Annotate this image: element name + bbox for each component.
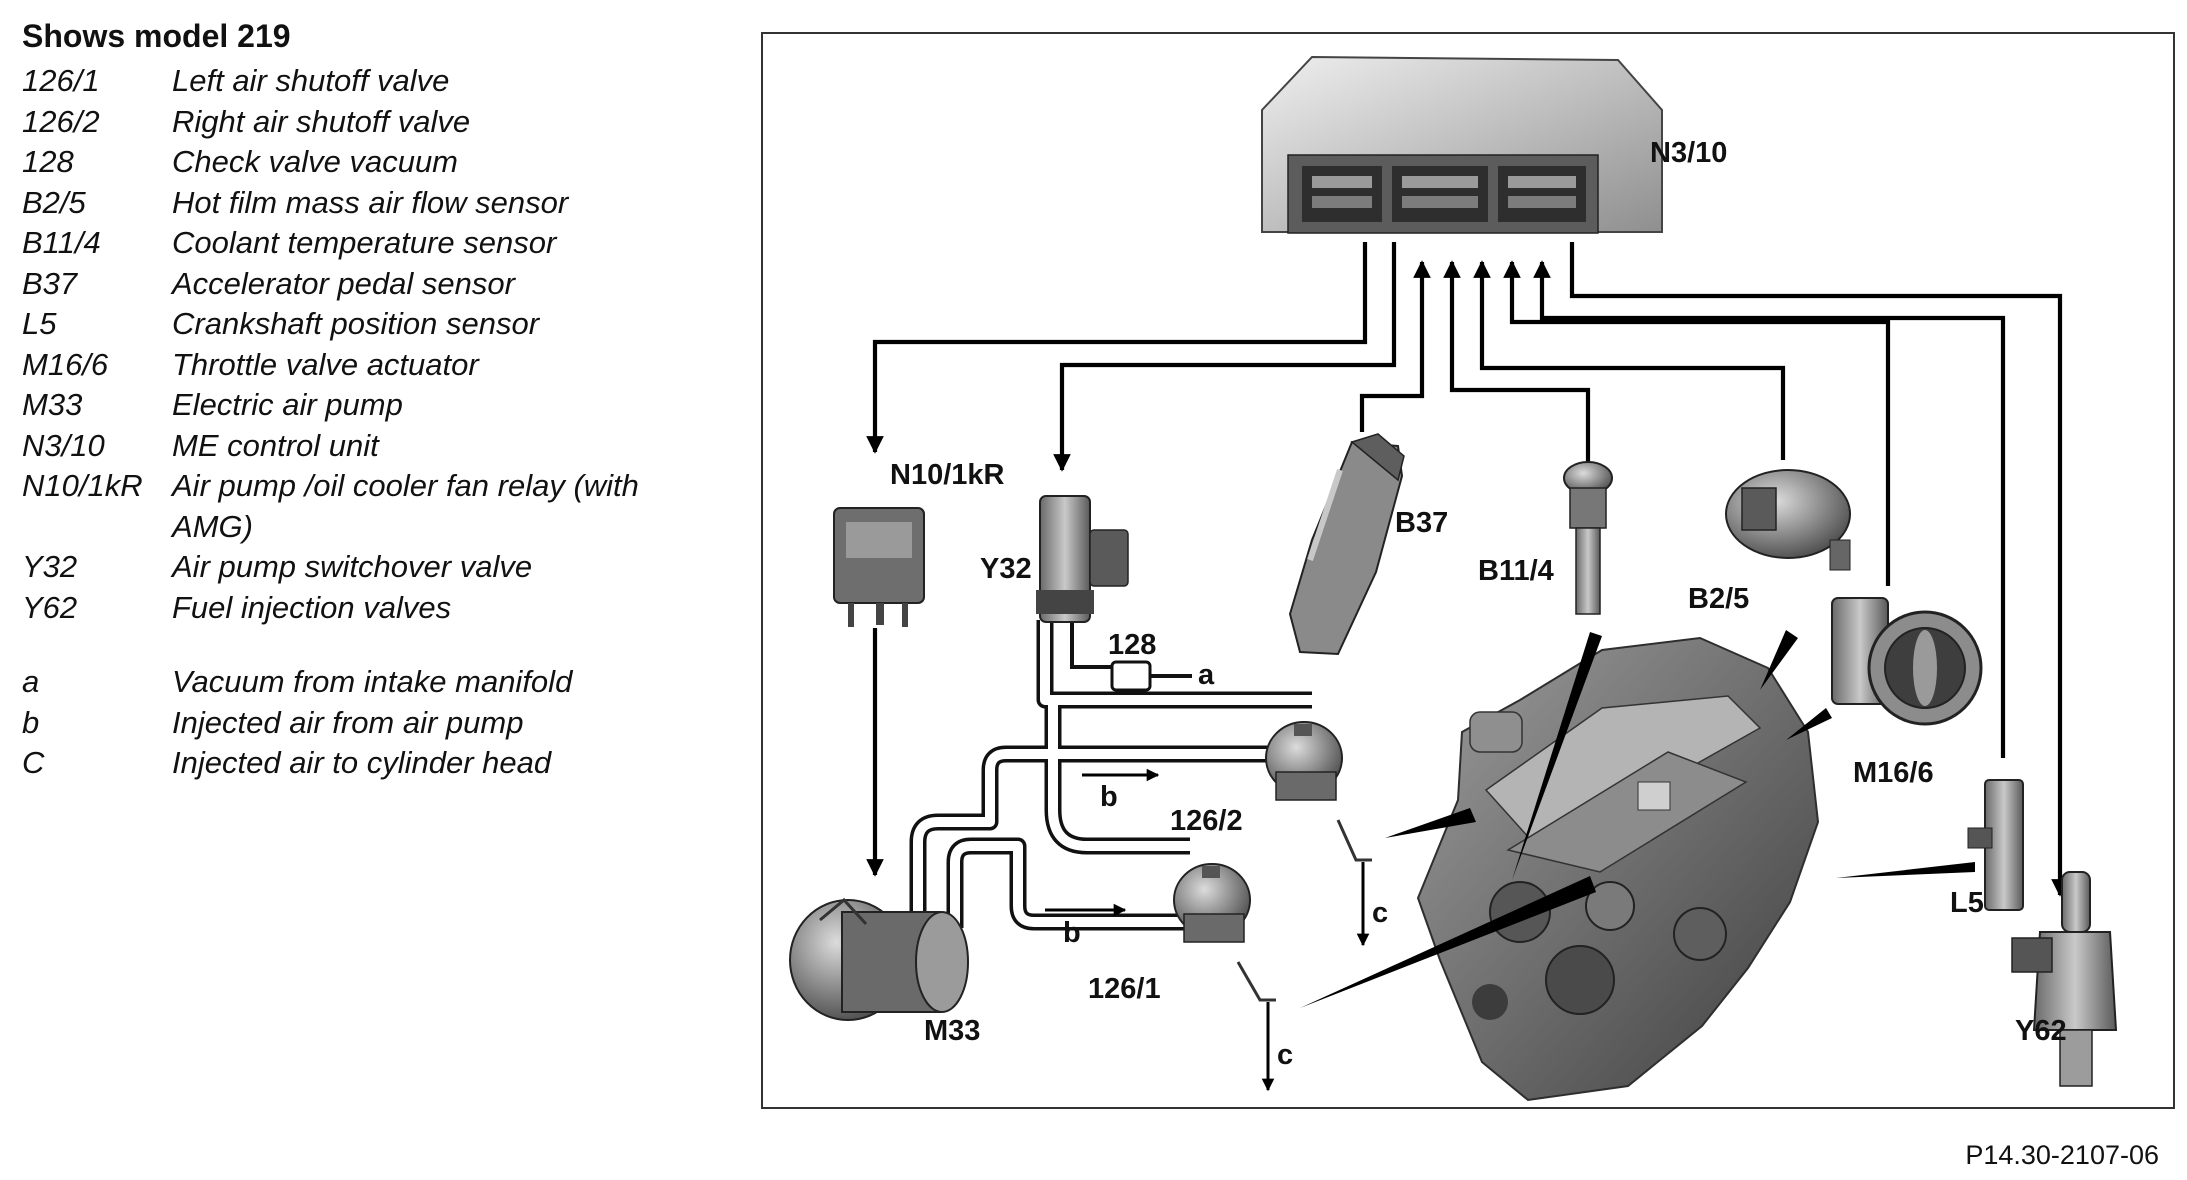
crankshaft-sensor-icon <box>1967 779 2024 911</box>
legend-row: 126/2 Right air shutoff valve <box>22 102 722 143</box>
label-c: c <box>1277 1039 1293 1071</box>
wire-from-l5 <box>1533 260 2006 758</box>
label-y32: Y32 <box>980 553 1032 585</box>
label-126-1: 126/1 <box>1088 973 1161 1005</box>
label-b2-5: B2/5 <box>1688 583 1749 615</box>
legend-row: M16/6 Throttle valve actuator <box>22 345 722 386</box>
right-shutoff-valve-icon <box>1265 721 1343 801</box>
label-y62: Y62 <box>2015 1015 2067 1047</box>
coolant-sensor-icon <box>1563 461 1613 615</box>
legend-desc: Air pump /oil cooler fan relay (with AMG… <box>172 468 639 544</box>
component-labels: N3/10 N10/1kR Y32 B37 B11/4 B2/5 M16/6 L… <box>890 137 2067 1071</box>
me-control-unit-icon <box>1261 55 1663 234</box>
fuel-injector-icon <box>2011 871 2118 1087</box>
label-128: 128 <box>1108 629 1156 661</box>
legend-row: Y32 Air pump switchover valve <box>22 547 722 588</box>
legend-code: a <box>22 664 40 699</box>
legend-desc: Crankshaft position sensor <box>172 306 540 341</box>
legend-desc: Hot film mass air flow sensor <box>172 184 569 220</box>
legend: Shows model 219 126/1 Left air shutoff va… <box>22 18 722 784</box>
label-b: b <box>1100 781 1118 813</box>
legend-code: M33 <box>22 387 83 422</box>
flow-arrows <box>1045 768 1372 1092</box>
legend-code: 126/1 <box>22 63 100 98</box>
label-b: b <box>1063 917 1081 949</box>
legend-code: B11/4 <box>22 225 101 260</box>
legend-row: B37 Accelerator pedal sensor <box>22 264 722 305</box>
legend-row: 128 Check valve vacuum <box>22 142 722 183</box>
legend-desc: ME control unit <box>172 427 379 463</box>
label-m33: M33 <box>924 1015 980 1047</box>
relay-icon <box>833 507 925 627</box>
legend-desc: Injected air to cylinder head <box>172 745 552 780</box>
legend-code: b <box>22 704 40 740</box>
legend-desc: Throttle valve actuator <box>172 346 479 382</box>
mass-air-flow-sensor-icon <box>1725 469 1851 571</box>
legend-code: 126/2 <box>22 103 100 139</box>
wire-to-y62 <box>1569 242 2069 897</box>
legend-code: M16/6 <box>22 346 109 382</box>
legend-row: Y62 Fuel injection valves <box>22 588 722 629</box>
legend-row: M33 Electric air pump <box>22 385 722 426</box>
label-c: c <box>1372 897 1388 929</box>
wire-from-b37 <box>1359 260 1431 432</box>
legend-code: B37 <box>22 265 78 301</box>
legend-desc: Air pump switchover valve <box>172 549 533 584</box>
legend-desc: Coolant temperature sensor <box>172 225 557 260</box>
legend-code: N3/10 <box>22 427 105 463</box>
label-m16-6: M16/6 <box>1853 757 1934 789</box>
legend-desc: Accelerator pedal sensor <box>172 265 515 301</box>
wire-from-b2-5 <box>1473 260 1786 460</box>
switchover-valve-icon <box>1036 495 1129 623</box>
figure-id: P14.30-2107-06 <box>1965 1140 2159 1170</box>
legend-code: C <box>22 745 45 780</box>
legend-code: L5 <box>22 306 57 341</box>
label-l5: L5 <box>1950 887 1984 919</box>
legend-row: N3/10 ME control unit <box>22 426 722 467</box>
legend-row: b Injected air from air pump <box>22 703 722 744</box>
leader-lines <box>1300 630 1975 1008</box>
wire-from-b11-4 <box>1443 260 1591 466</box>
label-a: a <box>1198 659 1215 691</box>
throttle-actuator-icon <box>1831 597 1983 726</box>
legend-code: 128 <box>22 144 74 179</box>
legend-desc: Right air shutoff valve <box>172 103 471 139</box>
check-valve-icon <box>1110 660 1152 692</box>
legend-row: L5 Crankshaft position sensor <box>22 304 722 345</box>
label-126-2: 126/2 <box>1170 805 1243 837</box>
label-b11-4: B11/4 <box>1478 555 1554 587</box>
legend-code: B2/5 <box>22 184 86 220</box>
legend-desc: Electric air pump <box>172 387 403 422</box>
legend-title: Shows model 219 <box>22 18 291 54</box>
label-b37: B37 <box>1395 507 1448 539</box>
wire-from-m16-6 <box>1503 260 1891 586</box>
label-n3-10: N3/10 <box>1650 137 1727 169</box>
legend-code: N10/1kR <box>22 468 143 503</box>
legend-desc: Injected air from air pump <box>172 704 524 740</box>
legend-desc: Vacuum from intake manifold <box>172 664 573 699</box>
left-shutoff-valve-icon <box>1173 863 1251 943</box>
legend-desc: Left air shutoff valve <box>172 63 450 98</box>
legend-desc: Fuel injection valves <box>172 589 452 625</box>
legend-row: a Vacuum from intake manifold <box>22 662 722 703</box>
legend-items: 126/1 Left air shutoff valve 126/2 Right a… <box>22 61 722 784</box>
legend-row: C Injected air to cylinder head <box>22 743 722 784</box>
signal-wires <box>866 242 2069 897</box>
legend-row: B2/5 Hot film mass air flow sensor <box>22 183 722 224</box>
wire-to-n10-1kr <box>866 242 1368 454</box>
legend-row: 126/1 Left air shutoff valve <box>22 61 722 102</box>
label-n10-1kr: N10/1kR <box>890 459 1005 491</box>
legend-code: Y32 <box>22 549 78 584</box>
legend-code: Y62 <box>22 589 78 625</box>
wire-to-y32 <box>1053 242 1397 472</box>
legend-desc: Check valve vacuum <box>172 144 459 179</box>
air-hoses <box>909 620 1312 931</box>
accelerator-pedal-icon <box>1288 433 1405 656</box>
legend-row: B11/4 Coolant temperature sensor <box>22 223 722 264</box>
electric-air-pump-icon <box>789 897 969 1021</box>
legend-row: N10/1kR Air pump /oil cooler fan relay (w… <box>22 466 722 547</box>
